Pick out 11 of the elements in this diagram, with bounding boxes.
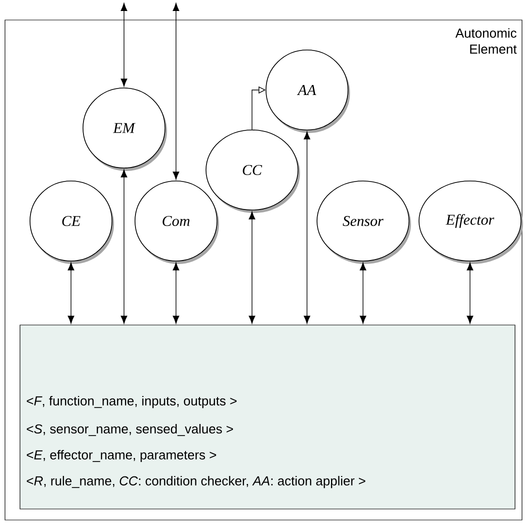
arrow xyxy=(172,3,180,180)
arrow xyxy=(304,131,310,324)
arrow xyxy=(466,262,474,324)
frame-title: Autonomic Element xyxy=(455,28,517,54)
arrow xyxy=(360,262,366,324)
tuple-panel: <F, function_name, inputs, outputs > <S, sensor_name, sensed_values > <E, effector_name, parameters > <R, rule_name, CC: condition checker, AA: action applier > xyxy=(20,324,516,510)
arrow xyxy=(172,262,180,324)
arrow xyxy=(120,169,128,324)
arrow xyxy=(120,3,128,87)
arrow xyxy=(68,262,74,324)
arrow xyxy=(248,211,256,324)
